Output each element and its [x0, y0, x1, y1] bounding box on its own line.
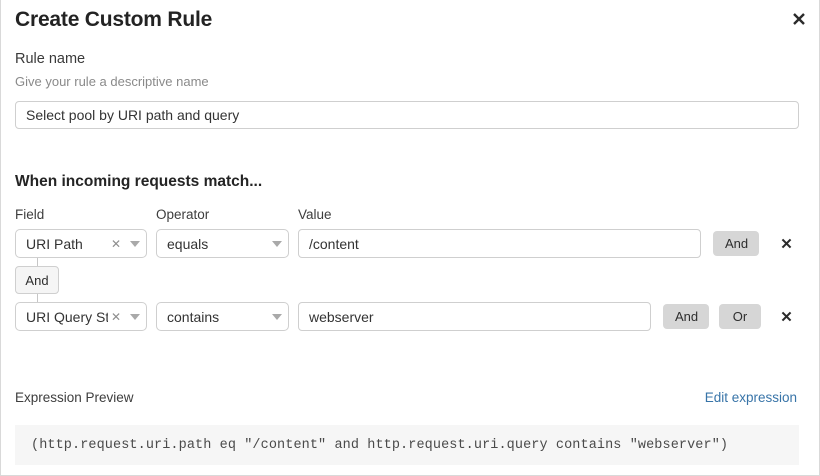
condition-row: URI Query St... ✕ contains And Or [1, 302, 819, 332]
close-icon[interactable] [787, 7, 811, 31]
connector-line-top [37, 258, 38, 266]
rule-name-input[interactable] [15, 101, 799, 129]
rule-name-help-text: Give your rule a descriptive name [15, 74, 209, 89]
clear-icon[interactable]: ✕ [110, 236, 122, 251]
value-input-1[interactable] [298, 229, 701, 258]
operator-select-1[interactable]: equals [156, 229, 289, 258]
match-section-heading: When incoming requests match... [15, 173, 263, 190]
chevron-down-icon[interactable] [124, 240, 146, 247]
chevron-down-icon[interactable] [266, 240, 288, 247]
clear-icon[interactable]: ✕ [110, 309, 122, 324]
column-label-value: Value [298, 207, 332, 222]
or-button-2[interactable]: Or [719, 304, 761, 329]
field-select-1-value: URI Path [26, 235, 83, 252]
expression-preview-code: (http.request.uri.path eq "/content" and… [31, 437, 729, 453]
expression-preview-box: (http.request.uri.path eq "/content" and… [15, 425, 799, 465]
and-button-2[interactable]: And [663, 304, 709, 329]
connector-and-badge[interactable]: And [15, 266, 59, 294]
chevron-down-icon[interactable] [124, 313, 146, 320]
column-label-operator: Operator [156, 207, 210, 222]
operator-select-1-value: equals [167, 235, 209, 252]
connector-line-bottom [37, 294, 38, 303]
dialog-title: Create Custom Rule [15, 8, 213, 31]
chevron-down-icon[interactable] [266, 313, 288, 320]
delete-icon[interactable] [773, 303, 799, 329]
field-select-1[interactable]: URI Path ✕ [15, 229, 147, 258]
delete-icon[interactable] [773, 230, 799, 256]
condition-row: URI Path ✕ equals And [1, 229, 819, 259]
condition-connector: And [1, 258, 121, 304]
expression-preview-label: Expression Preview [15, 390, 134, 405]
operator-select-2[interactable]: contains [156, 302, 289, 331]
rule-name-label: Rule name [15, 51, 86, 67]
column-label-field: Field [15, 207, 45, 222]
field-select-2[interactable]: URI Query St... ✕ [15, 302, 147, 331]
field-select-2-value: URI Query St... [26, 308, 108, 325]
and-button-1[interactable]: And [713, 231, 759, 256]
edit-expression-link[interactable]: Edit expression [704, 390, 797, 405]
value-input-2[interactable] [298, 302, 651, 331]
operator-select-2-value: contains [167, 308, 220, 325]
